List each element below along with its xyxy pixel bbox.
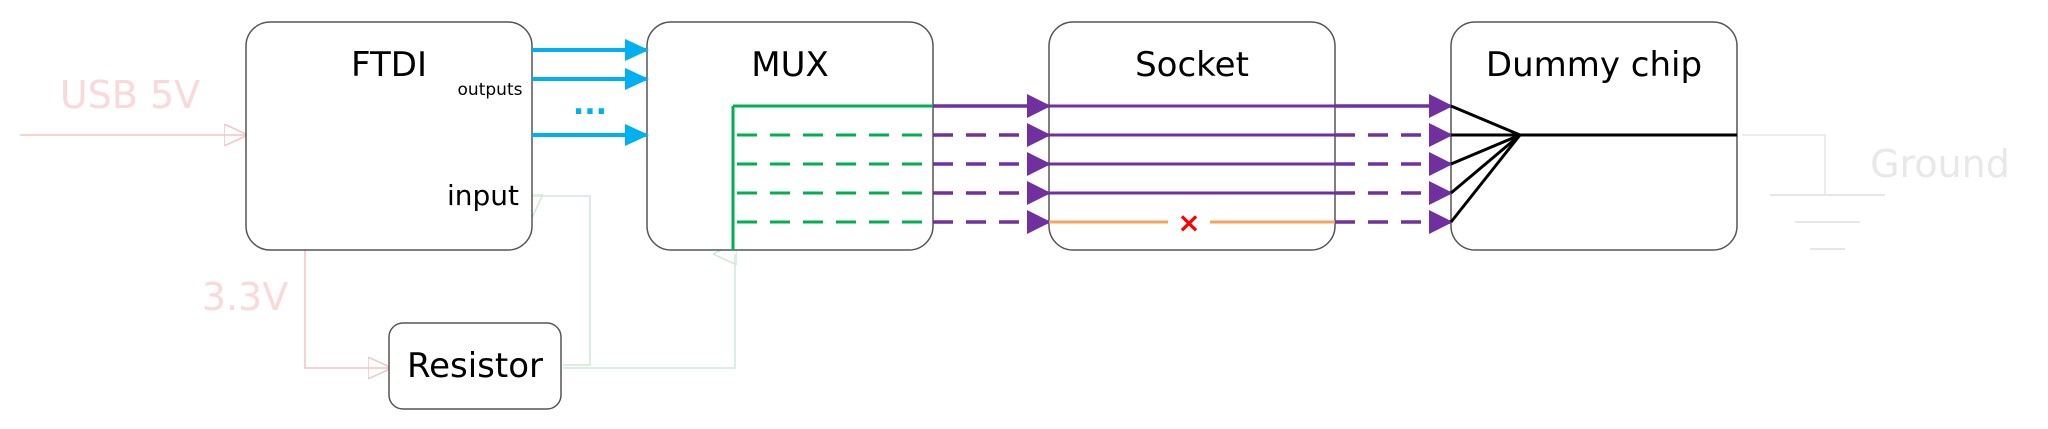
fan-line-5: [1449, 134, 1522, 223]
fan-line-3: [1450, 133, 1521, 166]
ftdi-input-label: input: [447, 179, 519, 212]
v33-label: 3.3V: [202, 275, 288, 319]
fan-line-4: [1450, 133, 1521, 195]
mux-title: MUX: [751, 45, 829, 85]
resistor-box: [388, 322, 562, 410]
chip-fan-in: [1449, 104, 1737, 223]
mux-to-socket-arrows: [933, 94, 1051, 234]
resistor-title: Resistor: [407, 346, 543, 386]
socket-title: Socket: [1135, 45, 1249, 85]
ftdi-outputs-label: outputs: [458, 80, 523, 100]
ftdi-block: FTDI outputs input: [245, 21, 533, 251]
dummy-chip-title: Dummy chip: [1486, 45, 1702, 85]
ground-wire: [1742, 134, 1826, 195]
socket-to-chip-arrows: [1335, 94, 1453, 234]
socket-internal-lines: ×: [1049, 104, 1335, 239]
resistor-block: Resistor: [388, 322, 562, 410]
resistor-to-input-wire: [532, 196, 591, 366]
outputs-ellipsis: ...: [573, 87, 607, 122]
mux-internal-lines: [731, 104, 933, 250]
ground-label: Ground: [1870, 142, 2010, 186]
broken-connection-mark: ×: [1177, 206, 1200, 239]
ftdi-output-arrows: ...: [532, 39, 649, 146]
fan-line-1: [1450, 104, 1521, 137]
faint-wiring: [20, 135, 1885, 368]
ftdi-title: FTDI: [351, 45, 427, 85]
v33-wire: [304, 250, 390, 368]
resistor-to-mux-wire: [563, 254, 735, 369]
usb-5v-label: USB 5V: [60, 73, 200, 117]
